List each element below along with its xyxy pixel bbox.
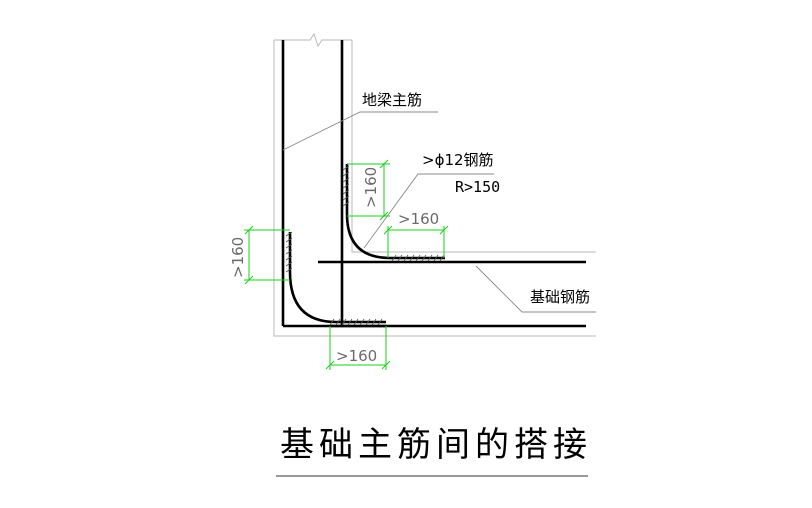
dim-outer-horizontal xyxy=(325,326,391,370)
dim-outer-vertical xyxy=(244,225,290,285)
beam-main-bar-label: 地梁主筋 xyxy=(362,91,422,109)
foundation-bar-label: 基础钢筋 xyxy=(530,288,590,306)
leader-lines xyxy=(282,111,596,313)
dim-inner-vertical-text: >160 xyxy=(362,167,380,208)
dim-inner-vertical xyxy=(347,159,390,221)
outer-l-lap-bar xyxy=(288,232,386,324)
drawing-title: 基础主筋间的搭接 xyxy=(280,425,592,465)
concrete-outline xyxy=(273,32,596,337)
dim-inner-horizontal-text: >160 xyxy=(398,210,439,228)
bar-spec-leader xyxy=(363,173,494,249)
weld-hatching xyxy=(285,165,445,326)
dim-inner-horizontal xyxy=(383,225,449,258)
bar-spec-label: >ϕ12钢筋 xyxy=(422,151,494,169)
bend-radius-label: R>150 xyxy=(455,178,500,196)
dim-outer-horizontal-text: >160 xyxy=(336,347,377,365)
dimension-lines xyxy=(244,159,449,370)
break-line xyxy=(274,32,352,48)
rebars xyxy=(281,40,586,328)
foundation-bar-leader xyxy=(475,265,596,313)
dim-outer-vertical-text: >160 xyxy=(229,237,247,278)
beam-main-bar-leader xyxy=(282,111,438,151)
